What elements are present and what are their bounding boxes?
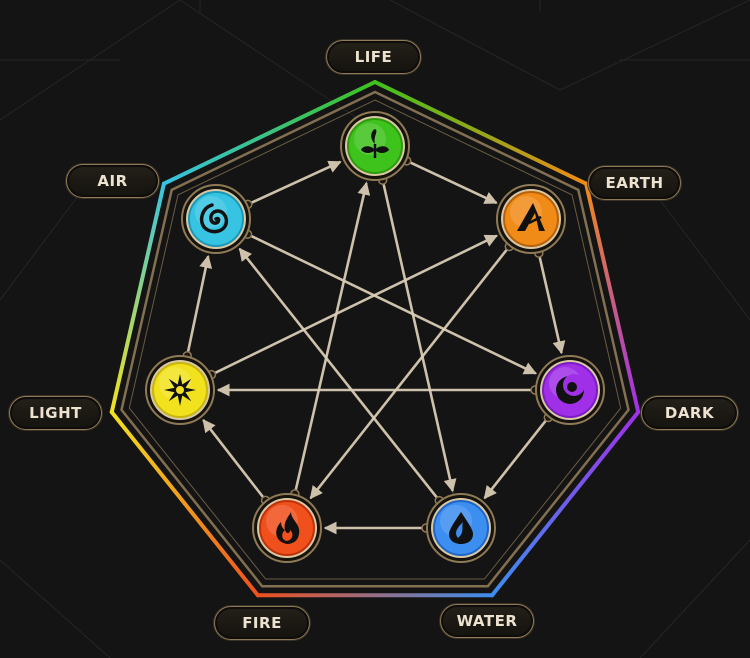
relation-arrow-water-to-air xyxy=(238,247,441,502)
relation-arrow-air-to-dark xyxy=(246,233,537,375)
frame-edge xyxy=(109,181,166,415)
leaf-icon xyxy=(361,129,389,158)
swirl-icon xyxy=(199,203,229,234)
relation-arrow-earth-to-dark xyxy=(537,252,566,355)
frame-ring xyxy=(120,90,630,588)
label-fire: FIRE xyxy=(214,606,310,640)
crescent-moon-icon xyxy=(556,374,585,404)
frame-edge xyxy=(109,410,260,598)
frame-edge xyxy=(373,80,589,186)
relation-arrow-air-to-life xyxy=(247,160,342,206)
element-node-fire[interactable] xyxy=(252,493,322,563)
water-drop-icon xyxy=(449,512,473,544)
element-node-dark[interactable] xyxy=(535,355,605,425)
relation-arrow-earth-to-fire xyxy=(309,245,511,500)
relation-arrow-light-to-air xyxy=(185,254,213,357)
relation-arrow-fire-to-light xyxy=(202,419,267,502)
relation-arrow-light-to-earth xyxy=(210,234,499,376)
frame-ring xyxy=(128,99,622,580)
flame-icon xyxy=(276,512,300,544)
label-dark: DARK xyxy=(641,396,738,430)
label-air: AIR xyxy=(66,164,159,198)
label-light: LIGHT xyxy=(9,396,102,430)
label-earth: EARTH xyxy=(588,166,681,200)
relation-arrow-life-to-water xyxy=(381,179,457,493)
frame-edge xyxy=(584,181,641,415)
relation-arrow-dark-to-water xyxy=(483,416,550,500)
relation-arrow-fire-to-life xyxy=(293,181,371,495)
sun-icon xyxy=(164,374,196,406)
element-node-light[interactable] xyxy=(145,355,215,425)
relation-arrow-life-to-earth xyxy=(406,159,498,205)
element-node-earth[interactable] xyxy=(496,184,566,254)
element-node-air[interactable] xyxy=(181,184,251,254)
element-node-life[interactable] xyxy=(340,111,410,181)
mountain-icon xyxy=(517,203,545,231)
frame-edge xyxy=(490,410,641,598)
element-node-water[interactable] xyxy=(426,493,496,563)
label-water: WATER xyxy=(440,604,534,638)
label-life: LIFE xyxy=(326,40,421,74)
frame-edge xyxy=(161,80,377,186)
